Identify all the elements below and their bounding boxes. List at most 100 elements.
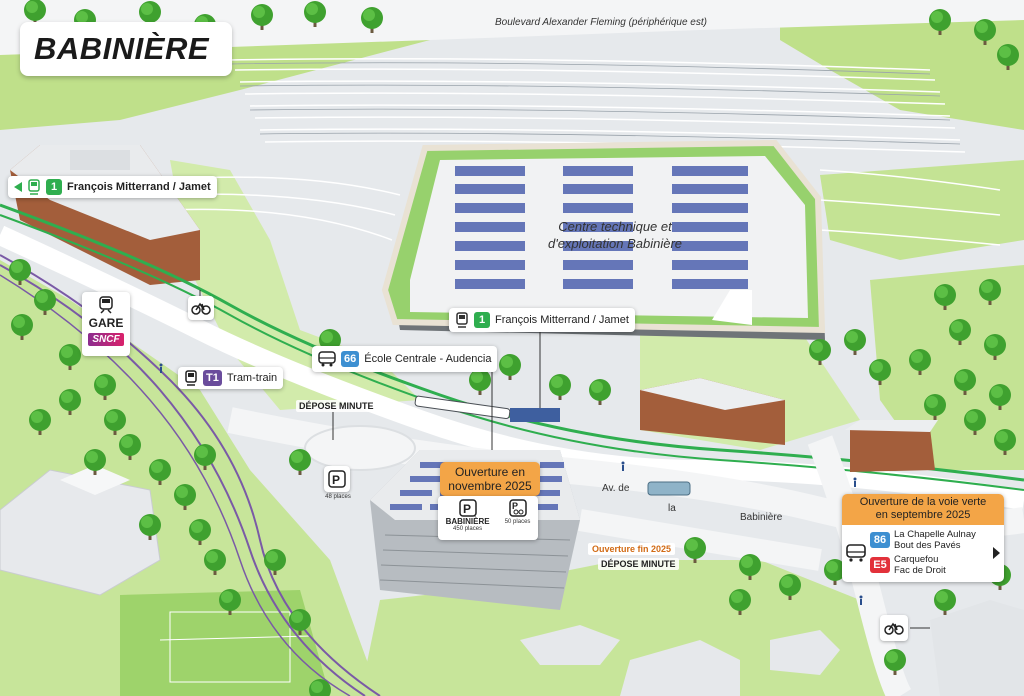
arrow-right-icon (993, 546, 1000, 559)
tree (844, 329, 866, 355)
bus-e5-line2: Fac de Droit (894, 565, 946, 576)
tree (949, 319, 971, 345)
depot-label-line1: Centre technique et (558, 219, 672, 234)
tree (739, 554, 761, 580)
tree (929, 9, 951, 35)
tree (984, 334, 1006, 360)
tree (204, 549, 226, 575)
opening-end-2025-label: Ouverture fin 2025 (588, 543, 676, 555)
bus-icon (318, 351, 336, 367)
bus-86-row[interactable]: 86 La Chapelle Aulnay Bout des Pavés (870, 529, 993, 551)
tree (251, 4, 273, 30)
svg-text:P: P (463, 502, 471, 516)
parking-babiniere: P BABINIÈRE 450 places (446, 499, 490, 532)
arrow-left-icon (14, 182, 22, 192)
bike-icon[interactable] (880, 615, 908, 641)
pedestrian-icon (852, 474, 858, 492)
tree (289, 609, 311, 635)
tram-line-1-west-pill[interactable]: 1 François Mitterrand / Jamet (8, 176, 217, 198)
parking-small-places: 48 places (325, 494, 351, 500)
svg-text:P: P (332, 473, 340, 487)
opening-card-line1: Ouverture en (454, 465, 526, 479)
train-icon (98, 296, 114, 314)
tree (924, 394, 946, 420)
train-icon (184, 370, 198, 386)
tree (729, 589, 751, 615)
pedestrian-icon (620, 458, 626, 476)
bus-86-destination: La Chapelle Aulnay Bout des Pavés (894, 529, 976, 551)
title-card: BABINIÈRE (20, 22, 232, 76)
tram-train-pill[interactable]: T1 Tram-train (178, 367, 284, 389)
boulevard-label: Boulevard Alexander Fleming (périphériqu… (495, 17, 707, 28)
bus-e5-line1: Carquefou (894, 554, 939, 565)
tree (954, 369, 976, 395)
pedestrian-icon (158, 360, 164, 378)
tree (989, 384, 1011, 410)
gare-station-card[interactable]: GARE SNCF (82, 292, 130, 356)
tram-icon (455, 312, 469, 328)
tree (194, 444, 216, 470)
tree (361, 7, 383, 33)
voie-verte-bus-lines: 86 La Chapelle Aulnay Bout des Pavés E5 … (870, 529, 993, 576)
bike-icon[interactable] (188, 296, 214, 320)
tree (174, 484, 196, 510)
tree (934, 589, 956, 615)
depose-minute-label: DÉPOSE MINUTE (296, 400, 377, 412)
voie-verte-card[interactable]: Ouverture de la voie verte en septembre … (842, 494, 1004, 582)
tram-line-destination: François Mitterrand / Jamet (67, 181, 211, 193)
tree (11, 314, 33, 340)
tree (869, 359, 891, 385)
depose-minute-label: DÉPOSE MINUTE (598, 558, 679, 570)
bus-86-line1: La Chapelle Aulnay (894, 529, 976, 540)
tree (979, 279, 1001, 305)
pedestrian-icon (858, 592, 864, 610)
tree (59, 344, 81, 370)
tree (809, 339, 831, 365)
voie-verte-title: Ouverture de la voie verte en septembre … (842, 494, 1004, 525)
bus-86-line2: Bout des Pavés (894, 540, 961, 551)
tram-line-1-stop-pill[interactable]: 1 François Mitterrand / Jamet (449, 308, 635, 332)
tree (189, 519, 211, 545)
tree (139, 514, 161, 540)
tram-line-number: 1 (46, 179, 62, 195)
parking-babiniere-card[interactable]: P BABINIÈRE 450 places P 50 places (438, 496, 538, 540)
tree (549, 374, 571, 400)
bus-86-number: 86 (870, 532, 890, 548)
tree (9, 259, 31, 285)
tree (119, 434, 141, 460)
tree (84, 449, 106, 475)
bus-line-destination: École Centrale - Audencia (364, 353, 492, 365)
opening-november-2025-card: Ouverture en novembre 2025 (440, 462, 540, 496)
bike-parking-icon: P (508, 499, 527, 517)
svg-text:P: P (512, 501, 518, 511)
bike-parking-places: 50 places (504, 519, 531, 525)
tram-train-number: T1 (203, 370, 222, 386)
bus-e5-row[interactable]: E5 Carquefou Fac de Droit (870, 554, 993, 576)
voie-verte-title-line1: Ouverture de la voie verte (859, 496, 987, 508)
avenue-label-part1: Av. de (602, 483, 630, 494)
tree (139, 1, 161, 27)
tree (824, 559, 846, 585)
tree (884, 649, 906, 675)
parking-babiniere-name: BABINIÈRE (445, 517, 490, 526)
tree (264, 549, 286, 575)
tram-icon (27, 179, 41, 195)
bus-line-66-pill[interactable]: 66 École Centrale - Audencia (312, 346, 498, 372)
tree (779, 574, 801, 600)
tree (94, 374, 116, 400)
voie-verte-title-line2: en septembre 2025 (875, 509, 971, 521)
parking-icon[interactable]: P (324, 466, 350, 492)
tree (289, 449, 311, 475)
gare-label: GARE (88, 316, 124, 330)
tree (29, 409, 51, 435)
depot-label: Centre technique et d'exploitation Babin… (520, 218, 710, 252)
bus-icon (846, 543, 866, 562)
tram-train-label: Tram-train (226, 372, 278, 384)
tree (149, 459, 171, 485)
tree (997, 44, 1019, 70)
bus-e5-destination: Carquefou Fac de Droit (894, 554, 946, 576)
depot-label-line2: d'exploitation Babinière (547, 236, 683, 251)
voie-verte-body: 86 La Chapelle Aulnay Bout des Pavés E5 … (842, 525, 1004, 576)
tree (59, 389, 81, 415)
